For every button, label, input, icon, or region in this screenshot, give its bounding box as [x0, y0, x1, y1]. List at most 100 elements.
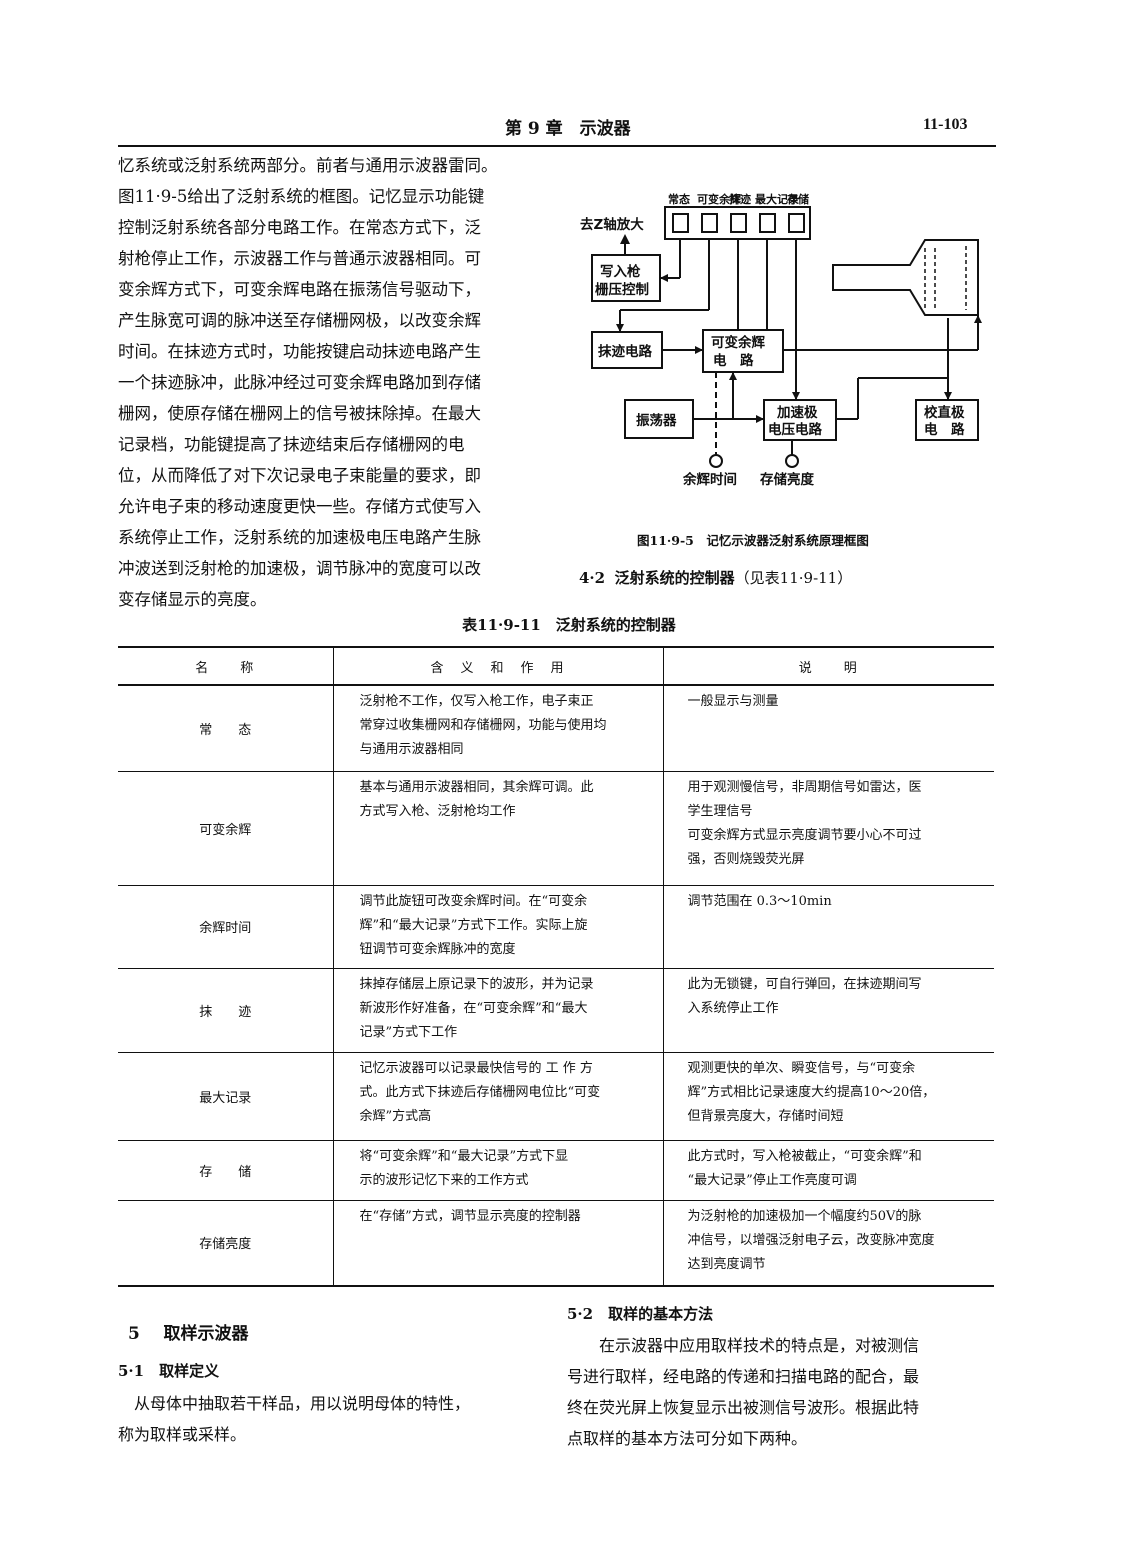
section-number: 4·2 — [579, 569, 606, 587]
text-line: 位，从而降低了对下次记录电子束能量的要求，即 — [118, 466, 481, 485]
cell-line: 观测更快的单次、瞬变信号，与“可变余 — [687, 1060, 916, 1076]
text-line: 产生脉宽可调的脉冲送至存储栅网极，以改变余辉 — [118, 311, 481, 330]
cell-line: 调节范围在 0.3～10min — [687, 893, 832, 909]
key-label-store: 存储 — [787, 192, 809, 206]
z-axis-label: 去Z轴放大 — [580, 216, 644, 233]
cell-line: 此为无锁键，可自行弹回，在抹迹期间写 — [687, 976, 922, 992]
cell-line: 新波形作好准备，在“可变余辉”和“最大 — [359, 1000, 588, 1016]
page-number: 11-103 — [923, 116, 968, 133]
header-rule — [118, 145, 996, 147]
row-name: 存储亮度 — [118, 1199, 333, 1287]
cell-line: 示的波形记忆下来的工作方式 — [359, 1172, 529, 1188]
key-variable-persistence — [701, 213, 718, 233]
cell-line: 与通用示波器相同 — [359, 742, 464, 757]
write-gun-label-2: 栅压控制 — [595, 281, 649, 298]
text-line: 变余辉方式下，可变余辉电路在振荡信号驱动下， — [118, 280, 481, 299]
crt-tube — [832, 239, 979, 316]
accel-label-1: 加速极 — [776, 404, 818, 421]
key-label-erase: 抹迹 — [729, 192, 751, 206]
oscillator-label: 振荡器 — [636, 412, 677, 429]
row-name: 存 储 — [118, 1139, 333, 1200]
text-line: 忆系统或泛射系统两部分。前者与通用示波器雷同。 — [118, 156, 498, 175]
text-line: 称为取样或采样。 — [118, 1425, 247, 1444]
table-row: 存 储 将“可变余辉”和“最大记录”方式下显 示的波形记忆下来的工作方式 此方式… — [118, 1139, 994, 1200]
section-number: 5 — [128, 1324, 140, 1344]
cell-line: 余辉”方式高 — [359, 1108, 432, 1124]
chapter-title: 第 9 章 示波器 — [505, 119, 631, 139]
table-row: 存储亮度 在“存储”方式，调节显示亮度的控制器 为泛射枪的加速极加一个幅度约50… — [118, 1199, 994, 1287]
key-max-record — [759, 213, 776, 233]
erase-circuit-label: 抹迹电路 — [598, 343, 652, 360]
accel-label-2: 电压电路 — [768, 421, 822, 438]
cell-line: 记忆示波器可以记录最快信号的 工 作 方 — [359, 1060, 593, 1076]
cell-line: 学生理信号 — [687, 803, 753, 819]
cell-line: 但背景亮度大，存储时间短 — [687, 1108, 844, 1124]
left-paragraph: 忆系统或泛射系统两部分。前者与通用示波器雷同。 图11·9-5给出了泛射系统的框… — [118, 150, 550, 615]
cell-line: 式。此方式下抹迹后存储栅网电位比“可变 — [359, 1084, 601, 1100]
cell-line: 为泛射枪的加速极加一个幅度约50V的脉 — [687, 1208, 922, 1224]
table-row: 可变余辉 基本与通用示波器相同，其余辉可调。此 方式写入枪、泛射枪均工作 用于观… — [118, 770, 994, 885]
key-label-normal: 常态 — [668, 192, 690, 206]
cell-line: 常穿过收集栅网和存储栅网，功能与使用均 — [359, 718, 607, 733]
table-title: 表11·9-11 泛射系统的控制器 — [462, 616, 676, 634]
section-5-1-paragraph: 从母体中抽取若干样品，用以说明母体的特性， 称为取样或采样。 — [118, 1388, 550, 1450]
section-5-2-paragraph: 在示波器中应用取样技术的特点是，对被测信 号进行取样，经电路的传递和扫描电路的配… — [567, 1330, 995, 1454]
key-normal — [672, 213, 689, 233]
section-title: 泛射系统的控制器 — [614, 569, 735, 587]
section-ref: （见表11·9-11） — [734, 569, 853, 587]
cell-line: 抹掉存储层上原记录下的波形，并为记录 — [359, 976, 594, 992]
key-erase — [730, 213, 747, 233]
row-name: 可变余辉 — [118, 770, 333, 885]
key-label-max-record: 最大记录 — [755, 192, 799, 206]
var-persist-label-1: 可变余辉 — [711, 334, 765, 351]
text-line: 允许电子束的移动速度更快一些。存储方式使写入 — [118, 497, 481, 516]
text-line: 点取样的基本方法可分如下两种。 — [567, 1429, 808, 1448]
controls-table: 名 称 含 义 和 作 用 说 明 常 态 泛射枪不工作，仅写入枪工作，电子束正… — [118, 646, 994, 1287]
row-name: 抹 迹 — [118, 967, 333, 1052]
text-line: 栅网，使原存储在栅网上的信号被抹除掉。在最大 — [118, 404, 481, 423]
text-line: 记录档，功能键提高了抹迹结束后存储栅网的电 — [118, 435, 465, 454]
cell-line: 辉”方式相比记录速度大约提高10～20倍， — [687, 1084, 936, 1100]
cell-line: 辉”和“最大记录”方式下工作。实际上旋 — [359, 917, 588, 933]
collim-label-2: 电 路 — [924, 421, 965, 438]
text-line: 图11·9-5给出了泛射系统的框图。记忆显示功能键 — [118, 187, 485, 206]
figure-caption: 图11·9-5 记忆示波器泛射系统原理框图 — [637, 533, 869, 548]
row-name: 余辉时间 — [118, 884, 333, 968]
cell-line: 调节此旋钮可改变余辉时间。在“可变余 — [359, 893, 588, 909]
cell-line: 达到亮度调节 — [687, 1256, 766, 1272]
section-4-2-heading: 4·2 泛射系统的控制器（见表11·9-11） — [579, 567, 852, 588]
cell-line: 一般显示与测量 — [687, 694, 779, 709]
cell-line: 记录”方式下工作 — [359, 1024, 458, 1040]
collim-label-1: 校直极 — [924, 404, 965, 421]
header-name: 名 称 — [118, 646, 333, 686]
text-line: 在示波器中应用取样技术的特点是，对被测信 — [567, 1336, 920, 1355]
text-line: 终在荧光屏上恢复显示出被测信号波形。根据此特 — [567, 1398, 920, 1417]
table-row: 常 态 泛射枪不工作，仅写入枪工作，电子束正 常穿过收集栅网和存储栅网，功能与使… — [118, 684, 994, 771]
header-meaning: 含 义 和 作 用 — [332, 646, 663, 686]
header-note: 说 明 — [662, 646, 994, 686]
key-store — [788, 213, 805, 233]
table-row: 抹 迹 抹掉存储层上原记录下的波形，并为记录 新波形作好准备，在“可变余辉”和“… — [118, 967, 994, 1052]
text-line: 冲波送到泛射枪的加速极，调节脉冲的宽度可以改 — [118, 559, 481, 578]
cell-line: 强，否则烧毁荧光屏 — [687, 851, 805, 867]
section-5-heading: 5 取样示波器 — [128, 1319, 249, 1344]
cell-line: 泛射枪不工作，仅写入枪工作，电子束正 — [359, 694, 594, 709]
block-diagram: 常态 可变余辉 抹迹 最大记录 存储 去Z轴放大 写入枪 栅压控制 抹迹电路 可… — [580, 192, 982, 488]
section-5-2-heading: 5·2 取样的基本方法 — [567, 1305, 714, 1323]
cell-line: 可变余辉方式显示亮度调节要小心不可过 — [687, 827, 922, 843]
table-row: 余辉时间 调节此旋钮可改变余辉时间。在“可变余 辉”和“最大记录”方式下工作。实… — [118, 884, 994, 968]
write-gun-label-1: 写入枪 — [600, 263, 641, 280]
row-name: 最大记录 — [118, 1051, 333, 1140]
cell-line: 钮调节可变余辉脉冲的宽度 — [359, 941, 516, 957]
text-line: 从母体中抽取若干样品，用以说明母体的特性， — [118, 1394, 471, 1413]
storage-brightness-label: 存储亮度 — [760, 471, 814, 488]
text-line: 时间。在抹迹方式时，功能按键启动抹迹电路产生 — [118, 342, 481, 361]
cell-line: 入系统停止工作 — [687, 1000, 779, 1016]
persistence-time-knob — [709, 454, 723, 468]
cell-line: 在“存储”方式，调节显示亮度的控制器 — [359, 1208, 581, 1224]
text-line: 系统停止工作，泛射系统的加速极电压电路产生脉 — [118, 528, 481, 547]
cell-line: 冲信号，以增强泛射电子云，改变脉冲宽度 — [687, 1232, 935, 1248]
row-name: 常 态 — [118, 684, 333, 771]
cell-line: 方式写入枪、泛射枪均工作 — [359, 803, 516, 819]
storage-brightness-knob — [785, 454, 799, 468]
